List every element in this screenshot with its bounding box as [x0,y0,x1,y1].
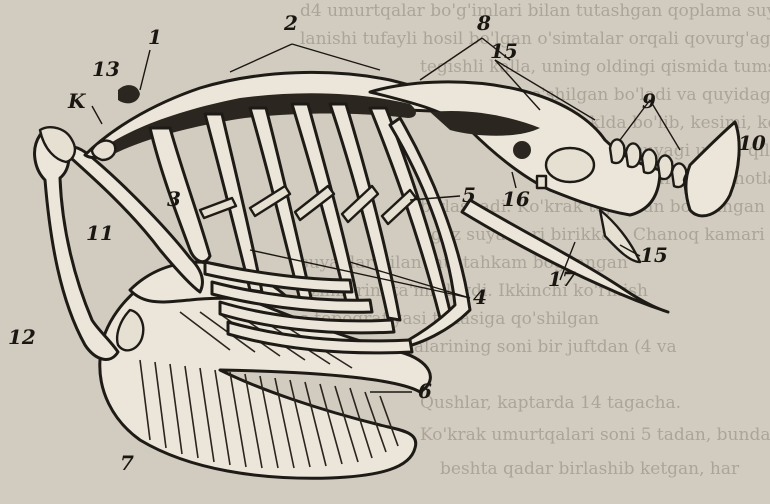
label-15-top: 15 [490,39,518,63]
background-text-line: tegishli kalla, uning oldingi qismida tu… [420,57,770,77]
dark-socket [513,141,531,159]
label-13: 13 [92,57,120,81]
label-8: 8 [476,11,491,35]
label-10: 10 [738,131,766,155]
label-2: 2 [283,11,298,35]
small-process [537,176,546,188]
label-K: K [67,89,87,113]
label-12: 12 [8,325,36,349]
label-16: 16 [502,187,530,211]
foramen [546,148,594,182]
label-17: 17 [548,267,576,291]
label-9-right: 9 [642,89,656,113]
background-text-line: ug'iz suyaklari birikkan. Chanoq kamari [420,225,765,245]
background-text-line: Ko'krak umurtqalari soni 5 tadan, bundan… [420,425,770,445]
background-text-line: d4 umurtqalar bo'g'imlari bilan tutashga… [300,1,770,21]
label-11: 11 [86,221,114,245]
label-15-right: 15 [640,243,668,267]
label-7: 7 [120,451,134,475]
background-text-line: lanishi tufayli hosil bo'lgan o'simtalar… [300,29,770,49]
label-1: 1 [148,25,162,49]
label-6: 6 [418,379,432,403]
background-text-line: Qushlar, kaptarda 14 tagacha. [420,393,681,413]
label-5: 5 [462,183,476,207]
label-4: 4 [473,285,487,309]
background-text-line: beshta qadar birlashib ketgan, har [440,459,740,479]
label-3: 3 [167,187,181,211]
